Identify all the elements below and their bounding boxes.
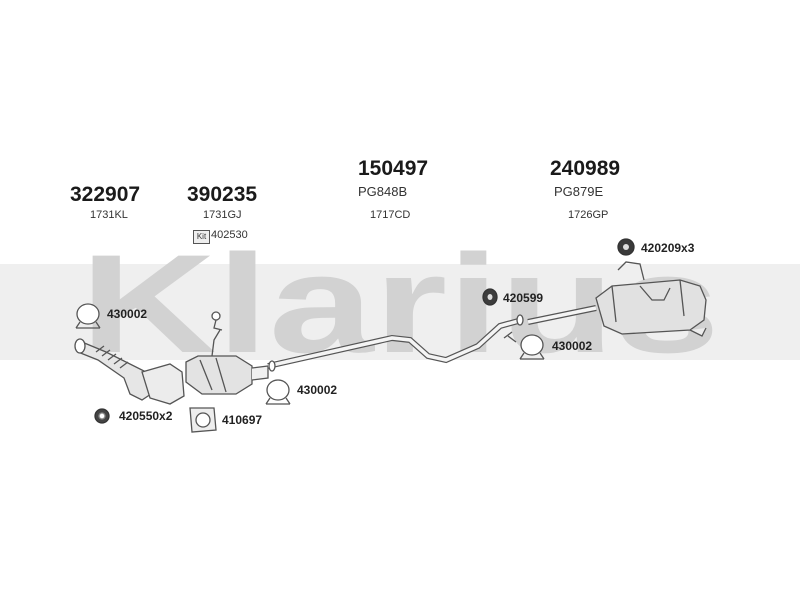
part-number: 420550x2: [119, 409, 173, 423]
rubber-mount-icon: [482, 288, 498, 306]
clamp-icon: [519, 334, 545, 360]
part-number: 410697: [222, 413, 263, 427]
part-number: 430002: [297, 383, 338, 397]
part-number: 430002: [107, 307, 148, 321]
kit-icon: Kit: [193, 230, 210, 244]
middle-pipe: [267, 314, 524, 372]
kit-number: 402530: [211, 229, 248, 241]
assembly-code: 240989: [550, 157, 621, 180]
gasket-icon: [189, 407, 217, 433]
assembly-code: 150497: [358, 157, 429, 180]
part-number: 420599: [503, 291, 544, 305]
assembly-code: 390235: [187, 183, 258, 206]
clamp-icon: [265, 379, 291, 405]
assembly-sub: 1726GP: [568, 209, 609, 221]
assembly-sub: 1717CD: [370, 209, 411, 221]
part-number: 430002: [552, 339, 593, 353]
assembly-sub: 1731KL: [90, 209, 128, 221]
catalytic-converter: [185, 311, 269, 395]
front-pipe: [74, 338, 185, 405]
assembly-sub: 1731GJ: [203, 209, 242, 221]
rear-silencer: [527, 261, 707, 337]
mount-set-icon: [617, 238, 635, 256]
assembly-model: PG848B: [358, 184, 408, 199]
nut-icon: [94, 408, 110, 424]
clamp-icon: [75, 303, 101, 329]
assembly-model: PG879E: [554, 184, 604, 199]
assembly-code: 322907: [70, 183, 141, 206]
part-number: 420209x3: [641, 241, 695, 255]
